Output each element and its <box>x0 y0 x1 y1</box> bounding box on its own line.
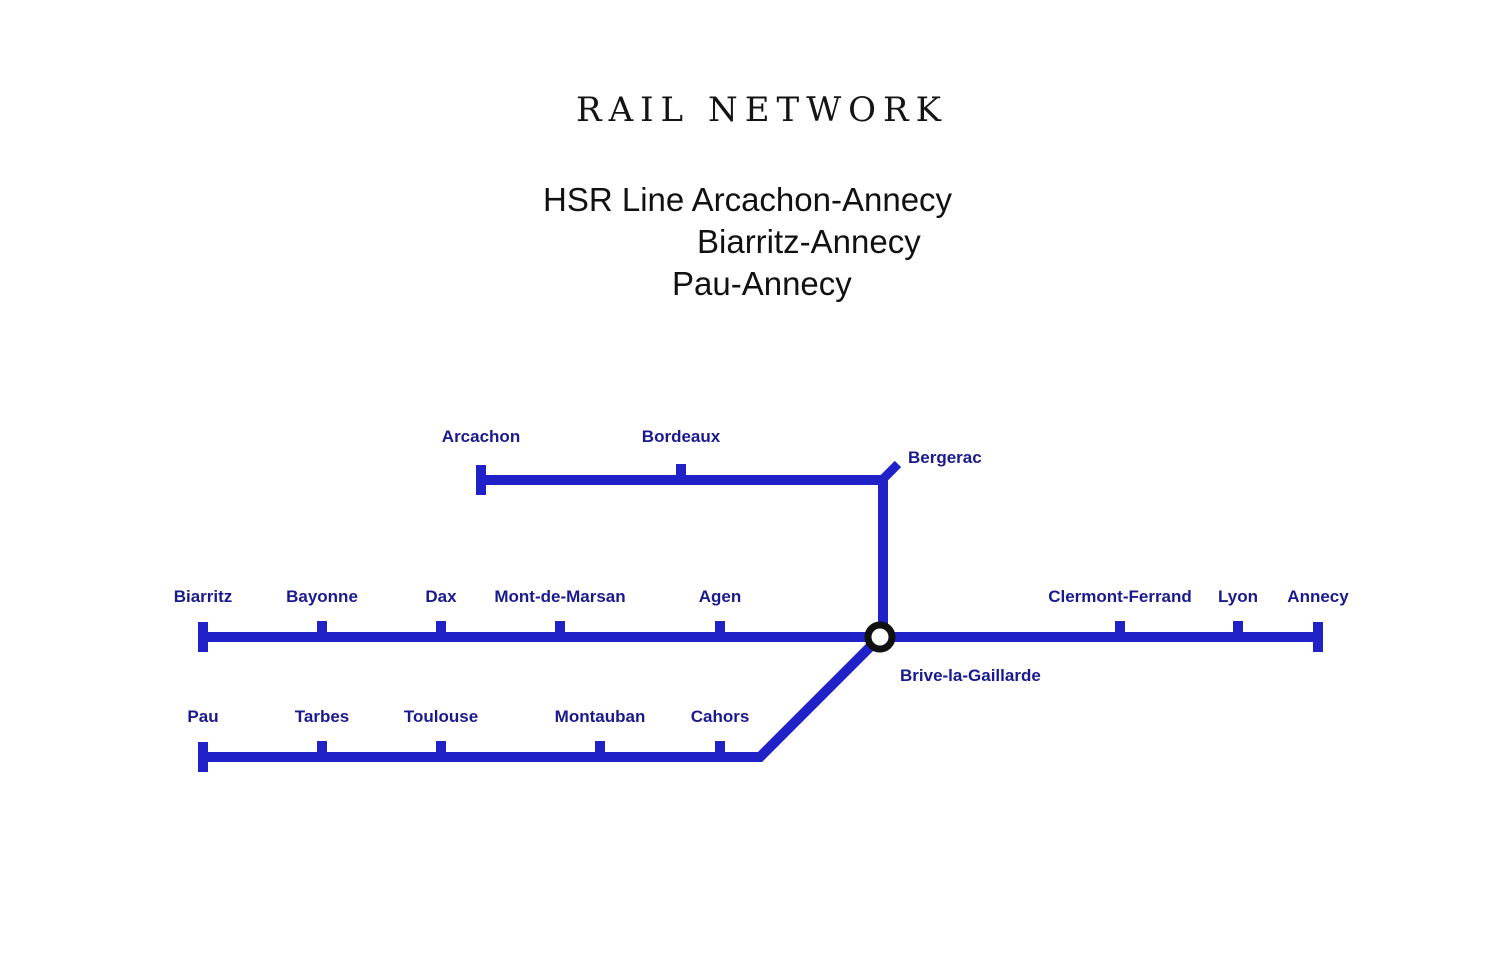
subtitle-line-3: Pau-Annecy <box>672 265 852 302</box>
subtitle-line-2: Biarritz-Annecy <box>697 223 921 260</box>
station-label-agen: Agen <box>698 587 742 606</box>
line-arcachon-to-hub <box>481 475 888 640</box>
station-label-biarritz: Biarritz <box>173 587 233 606</box>
line-pau-to-hub <box>203 633 884 762</box>
station-label-clermont-ferrand: Clermont-Ferrand <box>1048 587 1192 606</box>
station-label-mont-de-marsan: Mont-de-Marsan <box>494 587 626 606</box>
hub-interchange-marker <box>864 621 896 653</box>
station-label-tarbes: Tarbes <box>294 707 350 726</box>
station-label-arcachon: Arcachon <box>441 427 521 446</box>
station-label-pau: Pau <box>187 707 219 726</box>
station-label-bergerac: Bergerac <box>908 448 982 467</box>
station-label-annecy: Annecy <box>1287 587 1349 606</box>
station-label-bayonne: Bayonne <box>286 587 358 606</box>
station-label-lyon: Lyon <box>1218 587 1258 606</box>
page-title: RAIL NETWORK <box>575 90 949 130</box>
station-label-montauban: Montauban <box>554 707 646 726</box>
station-label-bordeaux: Bordeaux <box>641 427 721 446</box>
station-label-toulouse: Toulouse <box>403 707 479 726</box>
station-label-cahors: Cahors <box>690 707 750 726</box>
bergerac-branch-tick <box>879 460 902 483</box>
subtitle-line-1: HSR Line Arcachon-Annecy <box>543 181 953 218</box>
station-label-dax: Dax <box>425 587 457 606</box>
station-label-brive-la-gaillarde: Brive-la-Gaillarde <box>900 666 1041 685</box>
